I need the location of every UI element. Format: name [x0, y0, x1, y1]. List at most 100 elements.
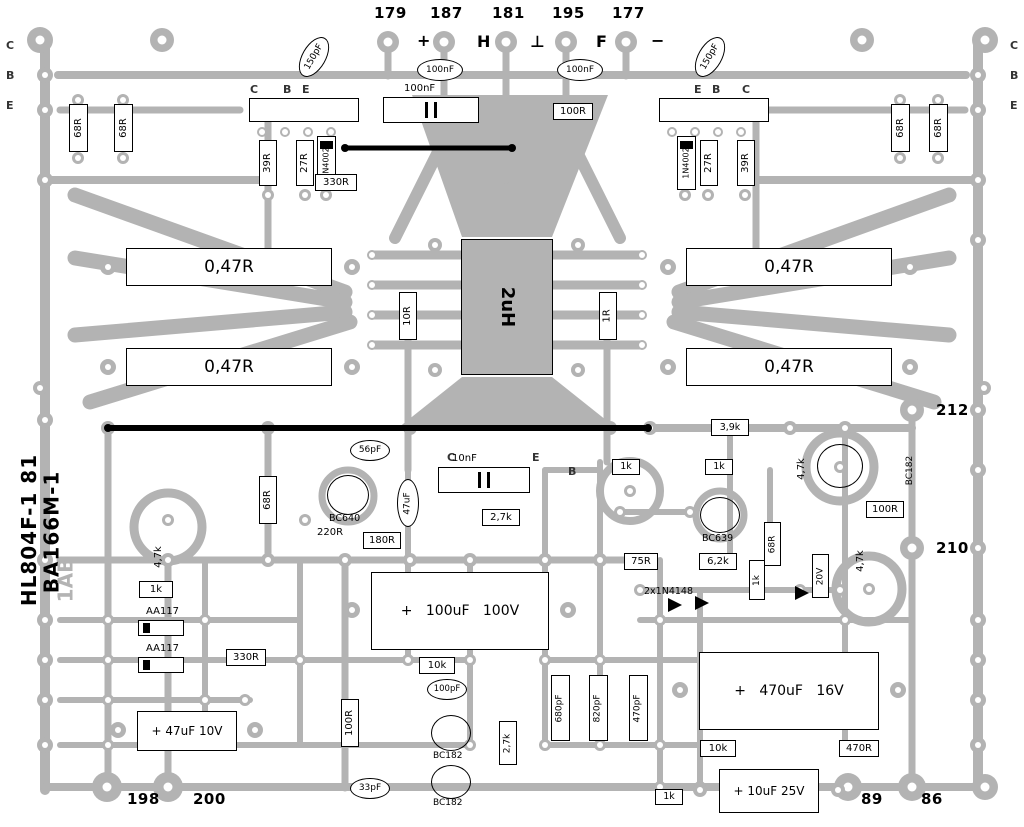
- cap-56pf: 56pF: [350, 440, 390, 461]
- resistor-27r-right-text: 27R: [703, 153, 714, 173]
- trimmer-47k-right-top-label: 4,7k: [793, 446, 811, 492]
- cap-47uf-oval-text: 47uF: [402, 491, 413, 515]
- resistor-39r-left-text: 39R: [262, 153, 273, 173]
- zener-20v: 20V: [812, 554, 829, 598]
- diodes-2x1n4148-label-text: 2x1N4148: [644, 586, 693, 597]
- resistor-100r-bottom: 100R: [341, 699, 359, 747]
- symbol-minus: −: [651, 33, 664, 49]
- transistor-bc639-circle: [700, 497, 740, 533]
- edge-letter-b-right-text: B: [1010, 69, 1019, 82]
- trimmer-47k-left-label-text: 4,7k: [153, 546, 165, 568]
- resistor-68r-right-mid-text: 68R: [767, 535, 777, 553]
- resistor-10r-text: 10R: [402, 306, 413, 326]
- resistor-047r-left-bottom: 0,47R: [126, 348, 332, 386]
- cap-150pf-right: 150pF: [688, 31, 732, 83]
- edge-letter-c-right: C: [1010, 40, 1018, 51]
- transistor-bc182-circle-1: [431, 715, 471, 751]
- trimmer-47k-right-top-label-text: 4,7k: [796, 458, 808, 480]
- resistor-75r-text: 75R: [631, 555, 651, 567]
- pin-number-187: 187: [430, 6, 463, 21]
- cap-33pf: 33pF: [350, 778, 390, 799]
- edge-letter-b-left: B: [6, 70, 14, 81]
- mid-letter-b-text: B: [568, 465, 577, 478]
- driver-letter-c-left-text: C: [250, 83, 259, 96]
- resistor-100r-right-text: 100R: [871, 503, 899, 515]
- resistor-10r: 10R: [399, 292, 417, 340]
- transistor-bc639-label: BC639: [702, 534, 733, 544]
- diode-1n4002-right: 1N4002: [677, 136, 696, 190]
- resistor-047r-right-top: 0,47R: [686, 248, 892, 286]
- mid-letter-e-text: E: [532, 451, 540, 464]
- trimmer-47k-left-label: 4,7k: [150, 534, 168, 580]
- zener-20v-text: 20V: [815, 567, 826, 585]
- resistor-68r-2: 68R: [114, 104, 133, 152]
- transistor-bc182-label-2: BC182: [433, 799, 462, 808]
- resistor-100r-top: 100R: [553, 103, 593, 120]
- resistor-1r-text: 1R: [602, 309, 613, 323]
- board-code-3: 1AB: [52, 545, 78, 615]
- driver-letter-b-left-text: B: [283, 83, 292, 96]
- pin-number-210-text: 210: [936, 539, 969, 557]
- trimmer-47k-right-bottom-label-text: 4,7k: [855, 550, 867, 572]
- mid-letter-e: E: [532, 452, 540, 463]
- resistor-39r-left: 39R: [259, 140, 277, 186]
- cap-100nf-oval-right-text: 100nF: [565, 64, 595, 75]
- resistor-39r-right-text: 39R: [740, 153, 751, 173]
- edge-letter-e-left: E: [6, 100, 14, 111]
- edge-letter-b-left-text: B: [6, 69, 15, 82]
- edge-letter-e-right: E: [1010, 100, 1018, 111]
- transistor-bc640-label: BC640: [329, 514, 360, 524]
- cap-150pf-right-text: 150pF: [698, 42, 721, 72]
- driver-letter-c-right: C: [742, 84, 750, 95]
- cap-100nf-label-top-text: 100nF: [404, 83, 436, 94]
- driver-letter-e-right: E: [694, 84, 702, 95]
- pin-number-89-text: 89: [861, 790, 883, 808]
- resistor-100r-right: 100R: [866, 501, 904, 518]
- cap-100nf-oval-left: 100nF: [417, 59, 463, 81]
- symbol-plus: +: [417, 33, 430, 49]
- edge-letter-e-right-text: E: [1010, 99, 1018, 112]
- resistor-62k: 6,2k: [699, 553, 737, 570]
- pin-number-210: 210: [936, 541, 969, 556]
- resistor-27r-left: 27R: [296, 140, 314, 186]
- cap-470uf-16v: + 470uF 16V: [699, 652, 879, 730]
- resistor-68r-1: 68R: [69, 104, 88, 152]
- resistor-1k-mid-2: 1k: [705, 459, 733, 475]
- resistor-100r-bottom-text: 100R: [344, 709, 356, 737]
- resistor-1k-right-mid-text: 1k: [751, 574, 762, 586]
- pin-number-177: 177: [612, 6, 645, 21]
- resistor-68r-3: 68R: [891, 104, 910, 152]
- inductor-2uh-text: 2uH: [497, 286, 518, 328]
- diode-1n4002-right-text: 1N4002: [681, 147, 691, 179]
- resistor-1k-mid-2-text: 1k: [713, 461, 725, 473]
- pin-number-179: 179: [374, 6, 407, 21]
- driver-letter-b-right: B: [712, 84, 720, 95]
- pin-number-86: 86: [921, 792, 943, 807]
- inductor-2uh: 2uH: [461, 239, 553, 375]
- resistor-27k-mid-text: 2,7k: [490, 511, 512, 523]
- cap-680pf-text: 680pF: [555, 693, 566, 723]
- transistor-bc639-label-text: BC639: [702, 533, 734, 544]
- cap-470pf: 470pF: [629, 675, 648, 741]
- pin-number-181: 181: [492, 6, 525, 21]
- cap-56pf-text: 56pF: [358, 445, 382, 455]
- cap-820pf-text: 820pF: [593, 693, 604, 723]
- resistor-27k-bottom-text: 2,7k: [502, 733, 513, 753]
- diode-aa117-2: [138, 657, 184, 673]
- diode-aa117-label-1: AA117: [146, 607, 179, 617]
- resistor-047r-left-bottom-text: 0,47R: [204, 356, 254, 377]
- resistor-27r-left-text: 27R: [299, 153, 310, 173]
- driver-letter-e-left-text: E: [302, 83, 310, 96]
- transistor-outline-left: [249, 98, 359, 122]
- diode-aa117-label-1-text: AA117: [146, 606, 180, 617]
- resistor-39r-right: 39R: [737, 140, 755, 186]
- driver-letter-c-right-text: C: [742, 83, 751, 96]
- mid-letter-b: B: [568, 466, 576, 477]
- resistor-220r-label-text: 220R: [317, 527, 344, 538]
- diode-aa117-label-2: AA117: [146, 644, 179, 654]
- pin-number-181-text: 181: [492, 4, 525, 22]
- pin-number-195: 195: [552, 6, 585, 21]
- resistor-1k-mid-1: 1k: [612, 459, 640, 475]
- pin-number-212-text: 212: [936, 401, 969, 419]
